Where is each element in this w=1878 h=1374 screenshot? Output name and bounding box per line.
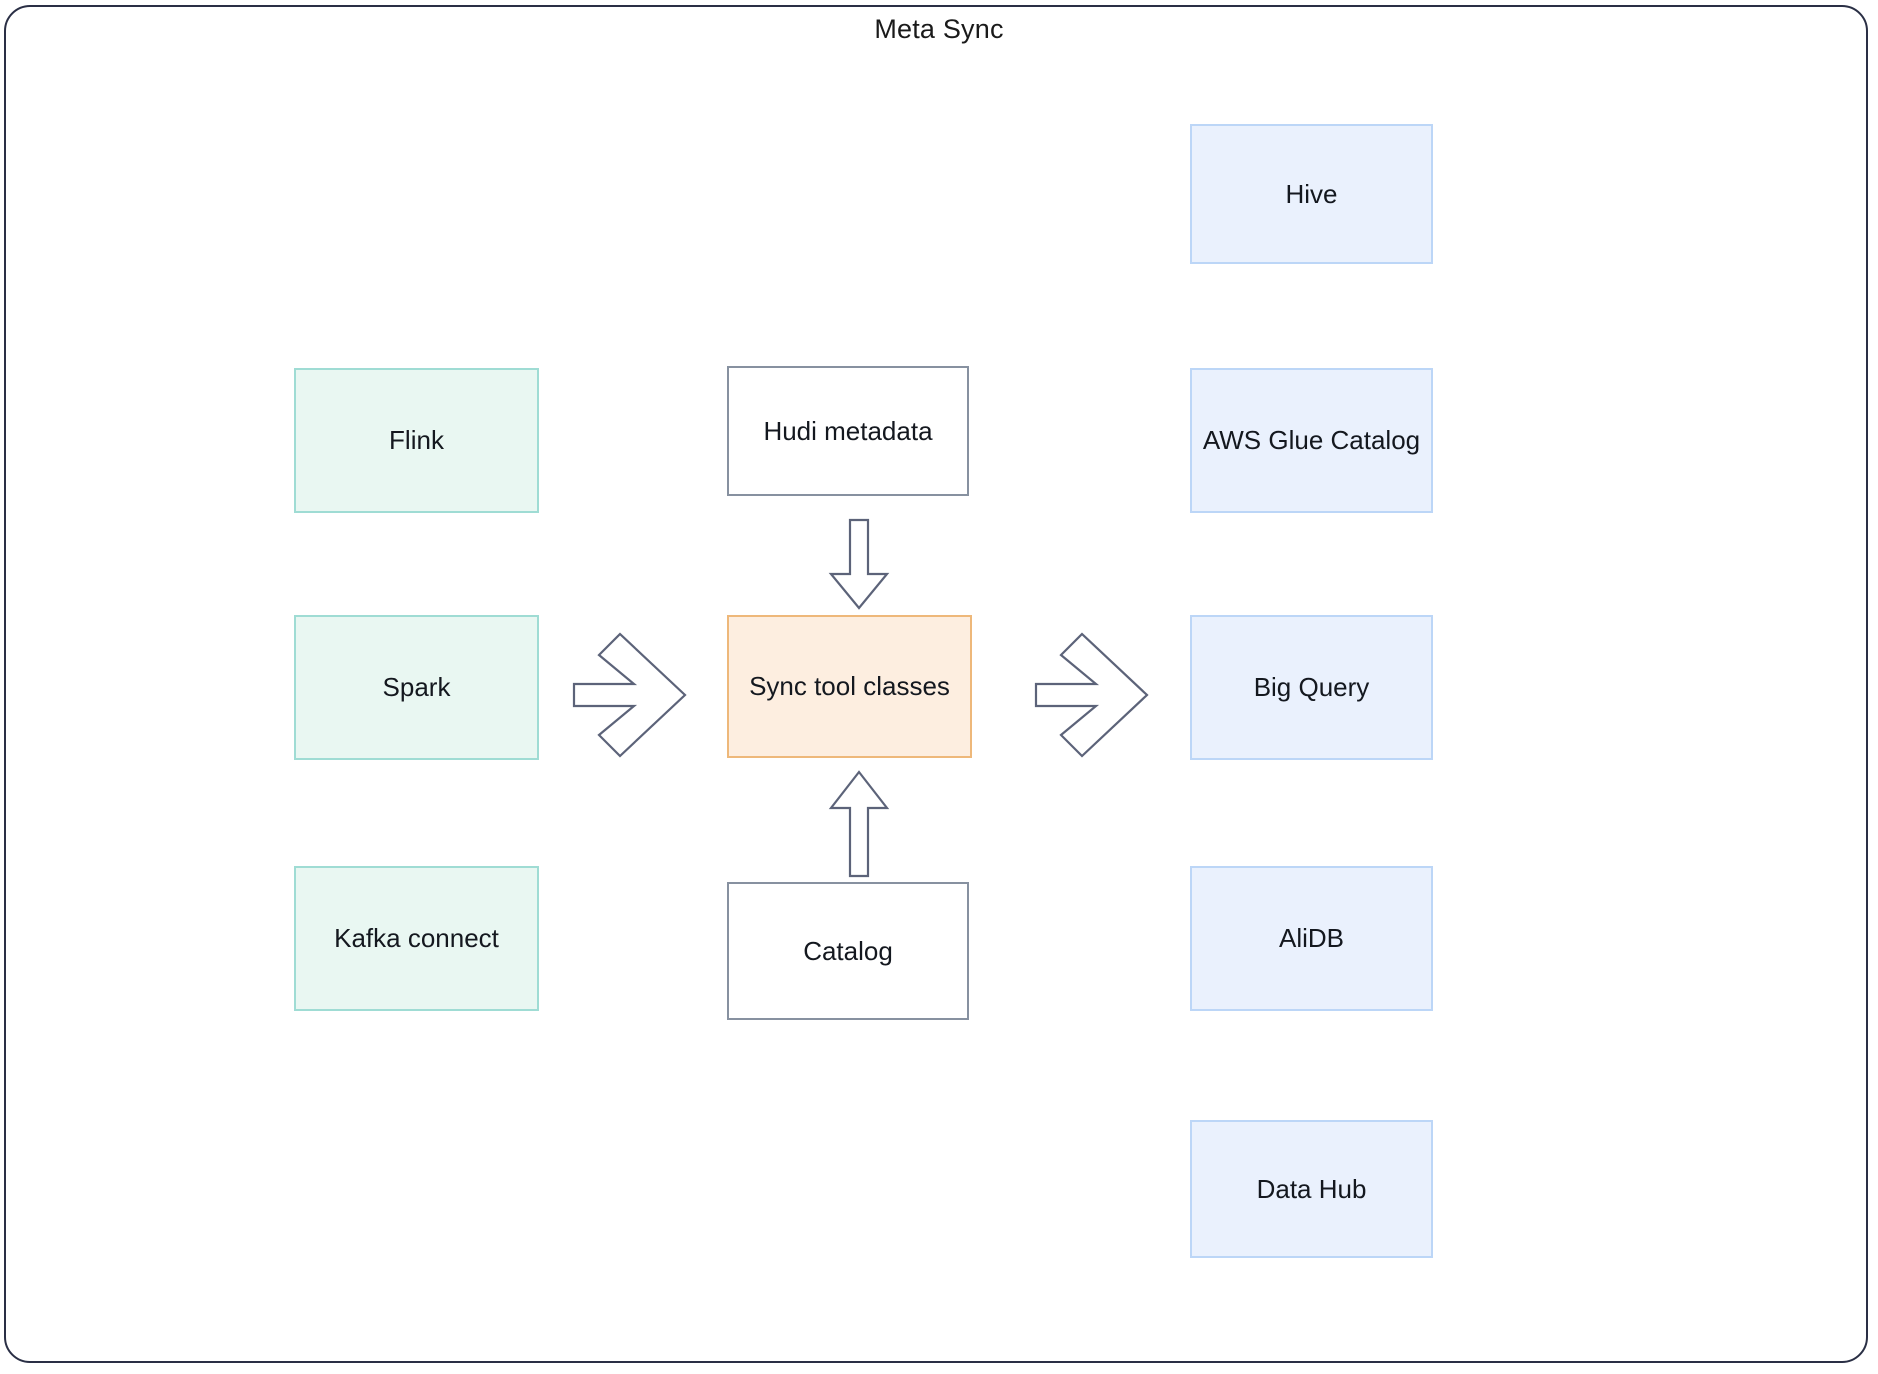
node-big-query[interactable]: Big Query bbox=[1190, 615, 1433, 760]
node-label: AWS Glue Catalog bbox=[1202, 425, 1421, 456]
node-hudi-metadata[interactable]: Hudi metadata bbox=[727, 366, 969, 496]
hudi-to-sync-arrow bbox=[828, 518, 890, 610]
node-flink[interactable]: Flink bbox=[294, 368, 539, 513]
node-kafka-connect[interactable]: Kafka connect bbox=[294, 866, 539, 1011]
node-spark[interactable]: Spark bbox=[294, 615, 539, 760]
node-label: Flink bbox=[389, 425, 444, 456]
node-label: Hive bbox=[1285, 178, 1338, 209]
node-label: Kafka connect bbox=[334, 923, 499, 954]
node-label: Big Query bbox=[1253, 672, 1370, 703]
sources-to-sync-arrow bbox=[572, 632, 687, 758]
node-label: Data Hub bbox=[1256, 1173, 1367, 1204]
node-label: Catalog bbox=[803, 935, 893, 966]
node-aws-glue-catalog[interactable]: AWS Glue Catalog bbox=[1190, 368, 1433, 513]
node-label: Spark bbox=[382, 672, 451, 703]
node-alidb[interactable]: AliDB bbox=[1190, 866, 1433, 1011]
node-label: AliDB bbox=[1278, 923, 1344, 954]
node-hive[interactable]: Hive bbox=[1190, 124, 1433, 264]
node-data-hub[interactable]: Data Hub bbox=[1190, 1120, 1433, 1258]
node-catalog[interactable]: Catalog bbox=[727, 882, 969, 1020]
sync-to-sinks-arrow bbox=[1034, 632, 1149, 758]
page-title: Meta Sync bbox=[874, 14, 1004, 44]
node-label: Sync tool classes bbox=[749, 671, 950, 702]
catalog-to-sync-arrow bbox=[828, 770, 890, 878]
node-sync-tool-classes[interactable]: Sync tool classes bbox=[727, 615, 972, 758]
node-label: Hudi metadata bbox=[763, 415, 933, 446]
